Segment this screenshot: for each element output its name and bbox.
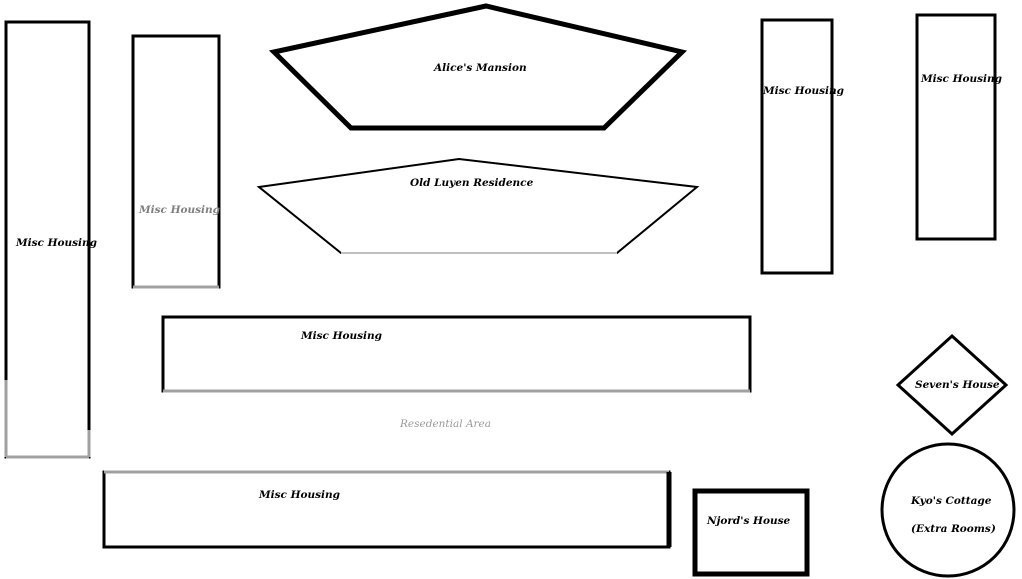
misc-housing-middle-wide: Misc Housing <box>161 315 752 393</box>
misc-housing-right-1: Misc Housing <box>760 18 844 275</box>
misc-housing-bottom-wide: Misc Housing <box>102 470 672 549</box>
kyos-cottage: Kyo's Cottage (Extra Rooms) <box>880 442 1016 578</box>
kyos-cottage-note: (Extra Rooms) <box>911 523 996 535</box>
alices-mansion-label: Alice's Mansion <box>433 62 527 74</box>
sevens-house: Seven's House <box>895 333 1009 437</box>
misc-housing-right-2: Misc Housing <box>915 13 1002 241</box>
misc-housing-label: Misc Housing <box>258 489 340 501</box>
misc-housing-label: Misc Housing <box>138 204 220 216</box>
misc-housing-label: Misc Housing <box>15 237 97 249</box>
misc-housing-label: Misc Housing <box>920 73 1002 85</box>
misc-housing-label: Misc Housing <box>762 85 844 97</box>
old-luyen-residence: Old Luyen Residence <box>256 157 700 254</box>
njords-house: Njord's House <box>692 488 810 577</box>
misc-housing-left-2: Misc Housing <box>131 34 221 289</box>
old-luyen-residence-label: Old Luyen Residence <box>410 177 534 189</box>
area-label: Resedential Area <box>399 418 491 430</box>
njords-house-label: Njord's House <box>706 515 791 527</box>
kyos-cottage-label: Kyo's Cottage <box>910 495 992 507</box>
sevens-house-label: Seven's House <box>915 379 1000 391</box>
misc-housing-tall-left: Misc Housing <box>4 20 97 459</box>
alices-mansion: Alice's Mansion <box>268 3 688 131</box>
misc-housing-label: Misc Housing <box>300 330 382 342</box>
